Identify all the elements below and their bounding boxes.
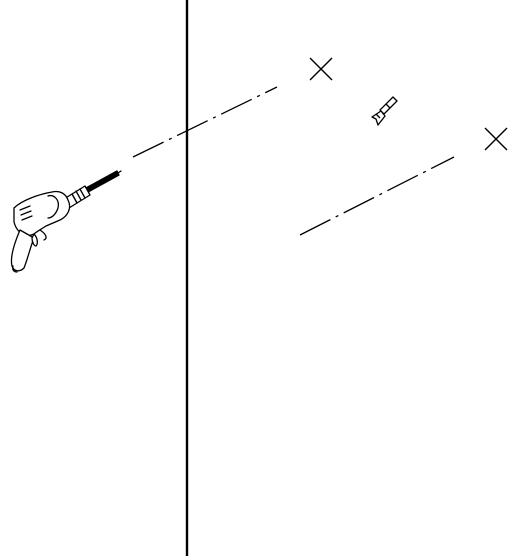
right-cross-mark-icon — [485, 128, 507, 150]
upper-cross-mark-icon — [310, 58, 332, 80]
electric-drill-icon — [11, 171, 121, 272]
wall-plug-anchor-icon — [372, 97, 397, 125]
lower-guide-line — [300, 157, 454, 235]
upper-guide-line — [133, 87, 277, 157]
